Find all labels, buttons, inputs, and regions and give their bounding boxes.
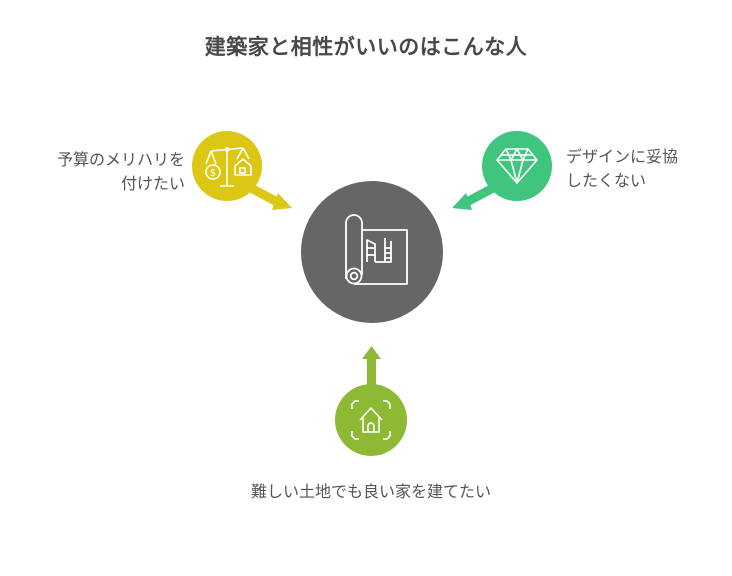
budget-label-line-2: 付けたい — [120, 174, 185, 193]
design-node — [452, 131, 552, 210]
land-label-line-1: 難しい土地でも良い家を建てたい — [250, 482, 491, 501]
design-label-line-1: デザインに妥協 — [566, 147, 679, 166]
design-label-line-2: したくない — [566, 171, 647, 190]
budget-label: 予算のメリハリを 付けたい — [5, 148, 185, 196]
land-node — [335, 346, 407, 456]
page-title: 建築家と相性がいいのはこんな人 — [204, 35, 528, 59]
budget-label-line-1: 予算のメリハリを — [56, 150, 185, 169]
house-frame-icon — [351, 400, 391, 440]
design-label: デザインに妥協 したくない — [566, 145, 726, 193]
dollar-sign: $ — [210, 168, 216, 179]
scale-money-house-icon — [205, 147, 252, 187]
budget-node: $ — [192, 131, 292, 210]
center-node — [301, 181, 443, 323]
land-label: 難しい土地でも良い家を建てたい — [0, 480, 732, 504]
blueprint-icon — [345, 214, 408, 285]
diamond-icon — [496, 148, 538, 184]
